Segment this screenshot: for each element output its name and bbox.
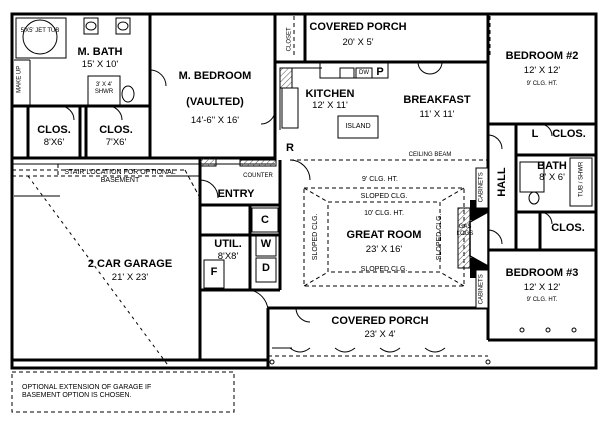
refrigerator-label: R xyxy=(286,142,294,154)
gas-logs-label: GAS LOGS xyxy=(456,224,474,237)
m-bath-name: M. BATH xyxy=(77,46,123,58)
freezer-label: F xyxy=(210,266,218,278)
covered-porch-top-dim: 20' X 5' xyxy=(342,37,374,48)
island xyxy=(337,115,379,139)
tub-shower xyxy=(569,157,593,207)
shower-stall xyxy=(87,75,121,107)
bath-dim: 8' X 6' xyxy=(539,172,565,183)
kitchen-dim: 12' X 11' xyxy=(312,100,348,111)
great-room-ceiling-center: 10' CLG. HT. xyxy=(364,210,404,217)
thin-lines xyxy=(12,17,593,365)
kitchen-counter xyxy=(281,87,299,129)
garage-extension-note: OPTIONAL EXTENSION OF GARAGE IF BASEMENT… xyxy=(22,384,152,399)
garage-dim: 21' X 23' xyxy=(111,272,149,283)
garage-name: 2 CAR GARAGE xyxy=(87,258,173,270)
jet-tub-label: 5'X5' JET TUB xyxy=(20,28,60,34)
great-room-sloped-bottom: SLOPED CLG. xyxy=(360,266,408,273)
dishwasher-label: DW xyxy=(359,70,369,76)
tray-ceiling-inner xyxy=(327,201,441,273)
clos-mid-dim: 7'X6' xyxy=(105,137,127,148)
cabinets-bottom-label: CABINETS xyxy=(478,274,485,305)
cabinets-top-label: CABINETS xyxy=(478,172,485,203)
kitchen-name: KITCHEN xyxy=(305,88,355,100)
breakfast-name: BREAKFAST xyxy=(403,94,471,106)
make-up-label: MAKE UP xyxy=(16,65,23,93)
fireplace xyxy=(469,167,489,309)
great-room-name: GREAT ROOM xyxy=(346,229,422,241)
clos-b3-name: CLOS. xyxy=(551,222,585,234)
tub-shower-label: TUB / SHWR xyxy=(578,161,585,197)
bedroom3-ceiling: 9' CLG. HT. xyxy=(526,297,558,303)
great-room-sloped-left: SLOPED CLG. xyxy=(312,213,320,261)
bedroom3-name: BEDROOM #3 xyxy=(505,267,579,279)
coat-closet-label: C xyxy=(261,214,269,226)
bedroom2-ceiling: 9' CLG. HT. xyxy=(526,81,558,87)
clos-left-dim: 8'X6' xyxy=(43,137,65,148)
clos-left-name: CLOS. xyxy=(37,124,71,136)
util-dim: 8'X8' xyxy=(217,251,239,262)
covered-porch-bottom-dim: 23' X 4' xyxy=(364,329,396,340)
covered-porch-bottom-name: COVERED PORCH xyxy=(331,315,429,327)
linen-label: L xyxy=(531,128,539,140)
shower-label: 3' X 4' SHWR xyxy=(94,82,114,95)
dryer-label: D xyxy=(262,262,270,274)
pantry-label: P xyxy=(376,66,384,78)
m-bedroom-dim: 14'-6" X 16' xyxy=(190,115,240,126)
closet-top-label: CLOSET xyxy=(286,27,293,52)
clos-b2-name: CLOS. xyxy=(552,128,586,140)
util-name: UTIL. xyxy=(214,238,242,250)
clos-mid-name: CLOS. xyxy=(99,124,133,136)
hall-label: HALL xyxy=(495,167,508,197)
bath-name: BATH xyxy=(537,160,567,172)
great-room-sloped-right: SLOPED CLG. xyxy=(436,213,444,261)
fireplace-hearth xyxy=(457,207,471,269)
toilet xyxy=(121,85,135,103)
jet-tub xyxy=(22,19,58,55)
ceiling-beam-label: CEILING BEAM xyxy=(408,152,452,158)
breakfast-dim: 11' X 11' xyxy=(419,109,455,120)
m-bath-dim: 15' X 10' xyxy=(81,59,119,70)
walls xyxy=(10,12,598,370)
hatched-elements xyxy=(199,67,471,269)
covered-porch-top-name: COVERED PORCH xyxy=(309,21,407,33)
bedroom2-name: BEDROOM #2 xyxy=(505,50,579,62)
dashed-lines xyxy=(11,16,491,413)
island-label: ISLAND xyxy=(345,123,371,130)
stair-note: STAIR LOCATION FOR OPTIONAL BASEMENT xyxy=(64,169,176,184)
great-room-sloped-top: SLOPED CLG. xyxy=(360,193,408,200)
bedroom3-dim: 12' X 12' xyxy=(523,282,561,293)
washer-label: W xyxy=(260,238,272,250)
bedroom2-dim: 12' X 12' xyxy=(523,65,561,76)
great-room-dim: 23' X 16' xyxy=(365,244,403,255)
counter-label: COUNTER xyxy=(243,173,273,179)
garage-extension-outline xyxy=(11,371,235,413)
tray-ceiling-outer xyxy=(303,187,465,287)
entry-label: ENTRY xyxy=(217,188,255,200)
great-room-ceiling: 9' CLG. HT. xyxy=(362,176,398,183)
m-bedroom-vaulted: (VAULTED) xyxy=(186,96,244,108)
m-bedroom-name: M. BEDROOM xyxy=(178,70,252,82)
